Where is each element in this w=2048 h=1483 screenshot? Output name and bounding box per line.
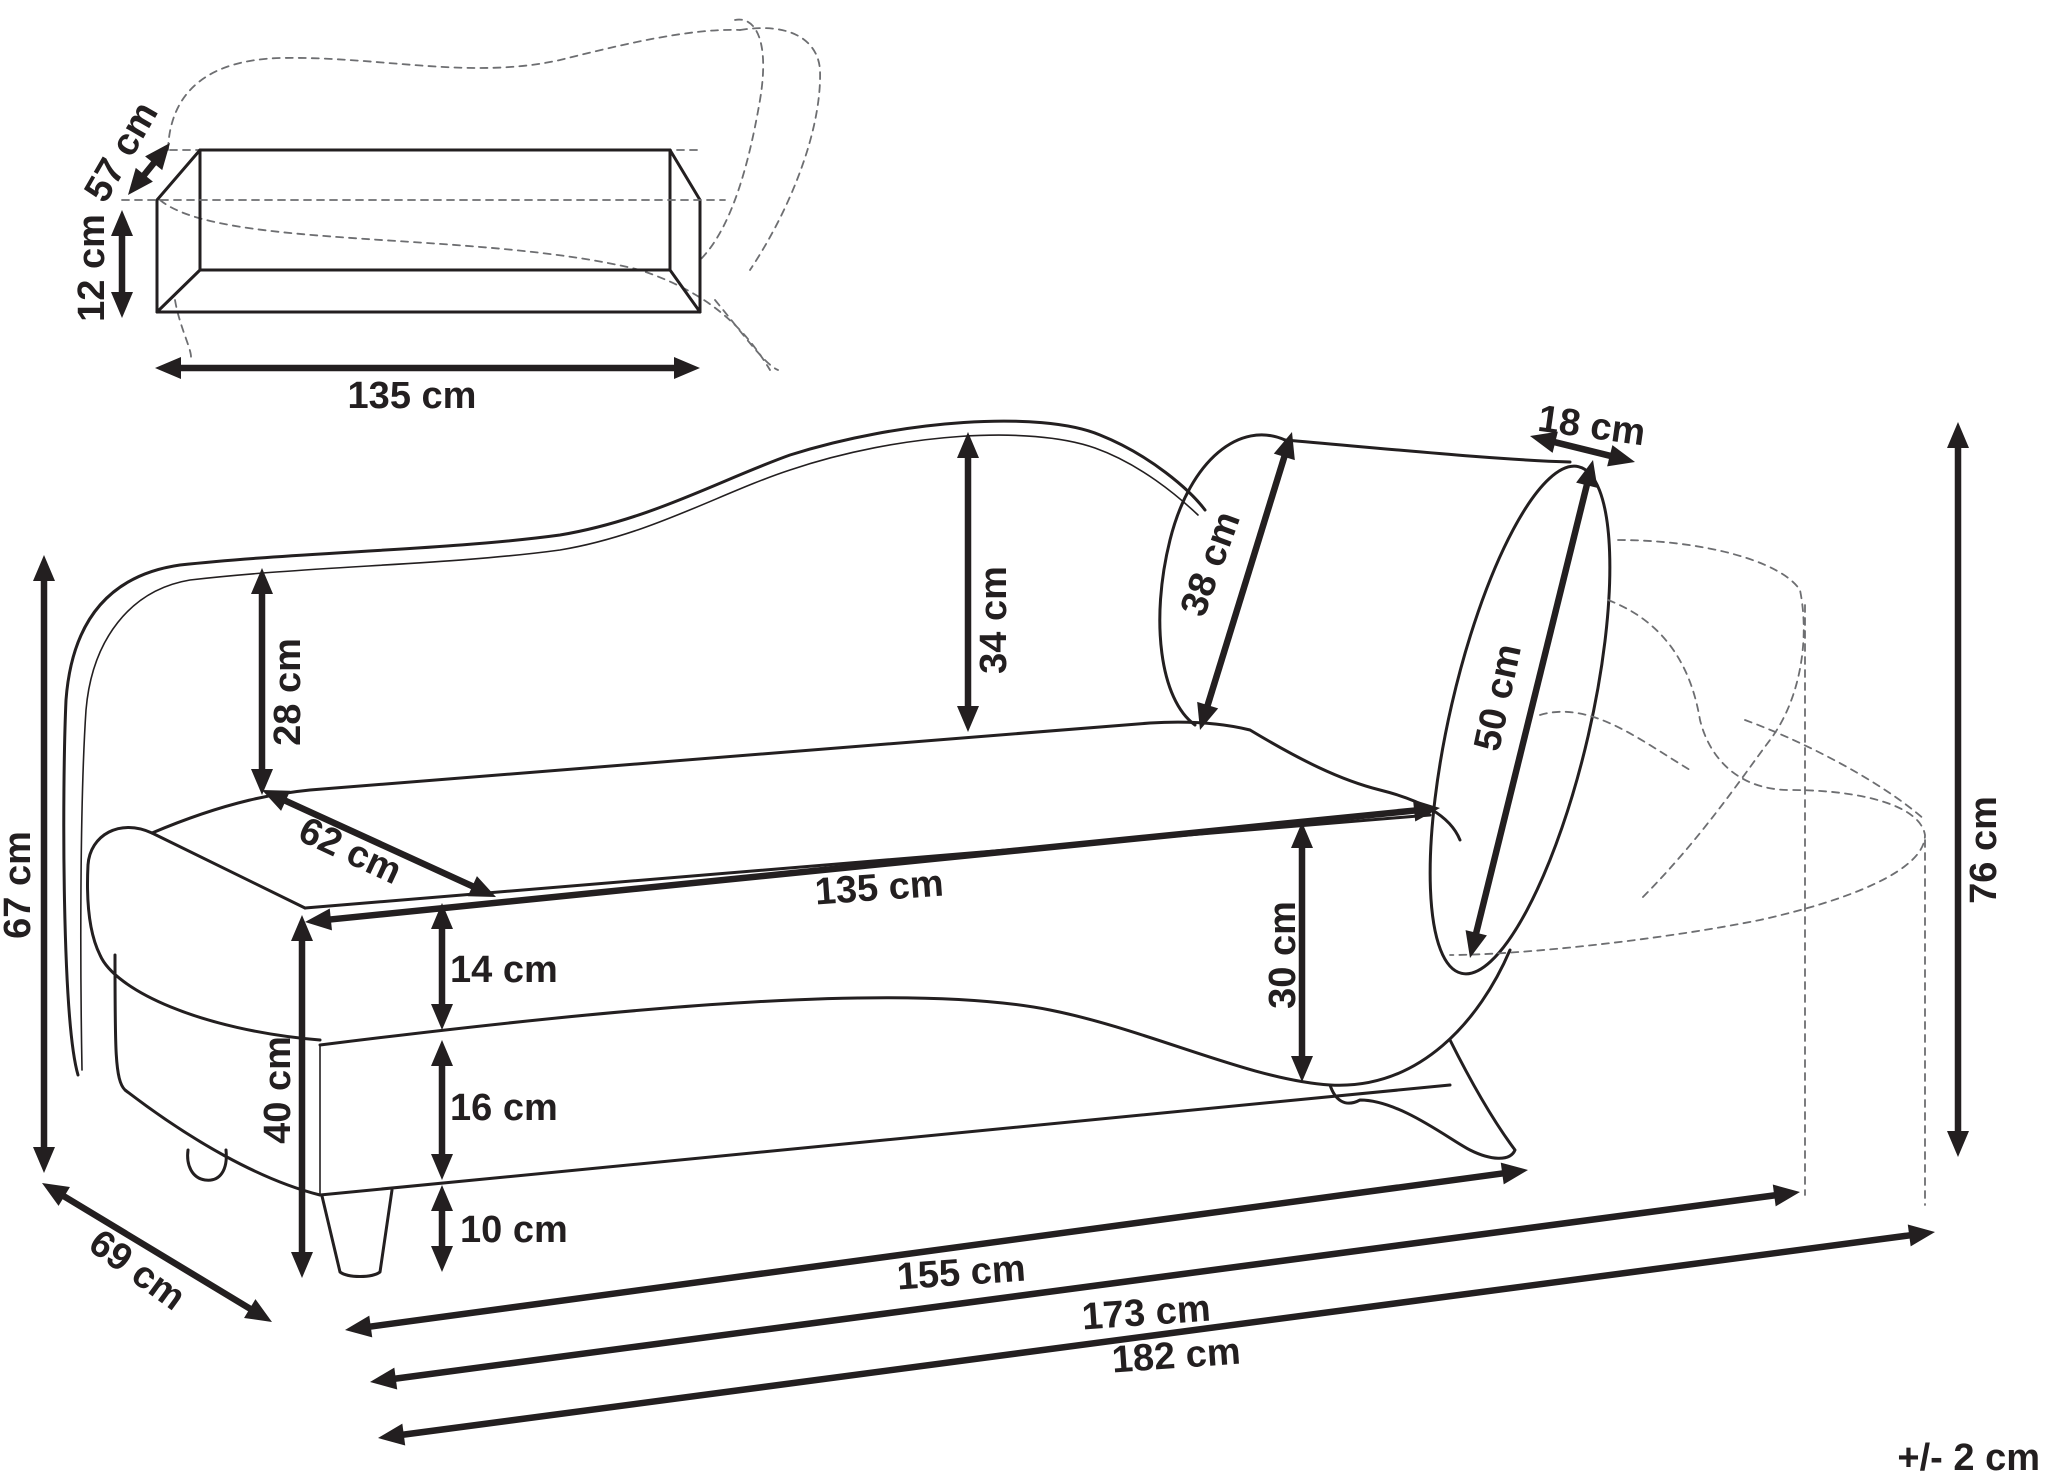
label-tolerance: +/- 2 cm — [1897, 1437, 2040, 1479]
label-storage-height: 12 cm — [71, 214, 113, 322]
label-pillow-length: 50 cm — [1467, 640, 1530, 754]
label-length-2: 173 cm — [1080, 1288, 1212, 1339]
dim-backrest-height-left — [251, 568, 273, 795]
dim-base-height — [431, 1040, 453, 1180]
sofa-leg-right — [1328, 1038, 1517, 1160]
dim-pillow-width — [1197, 432, 1295, 730]
storage-box-inset — [121, 18, 821, 371]
label-depth-total: 69 cm — [81, 1222, 193, 1319]
inset-sofa-ghost — [167, 28, 741, 151]
dim-pillow-length — [1465, 460, 1598, 958]
label-seat-length: 135 cm — [813, 863, 945, 914]
dim-seat-depth — [262, 790, 496, 897]
dim-seat-cushion — [431, 903, 453, 1030]
label-length-3: 182 cm — [1110, 1331, 1242, 1382]
sofa-leg-front — [320, 1188, 394, 1278]
dim-total-height — [1947, 422, 1969, 1157]
dimension-labels: 57 cm 12 cm 135 cm 18 cm 38 cm 50 cm 28 … — [0, 95, 2040, 1479]
label-front-height: 30 cm — [1262, 901, 1304, 1009]
dim-depth-total — [42, 1183, 272, 1322]
label-leg-height: 10 cm — [460, 1209, 568, 1251]
pillow-outline — [1158, 433, 1287, 727]
pillow-end — [1428, 464, 1612, 976]
chaise-ghost — [1617, 539, 1805, 901]
dim-length-1 — [345, 1162, 1528, 1338]
label-seat-cushion: 14 cm — [450, 949, 558, 991]
dim-storage-depth — [128, 143, 170, 195]
dim-backrest-height-mid — [957, 432, 979, 732]
dim-pillow-depth — [1530, 431, 1635, 467]
dim-back-height — [33, 555, 55, 1173]
dim-storage-height — [111, 210, 133, 318]
dim-leg-height — [431, 1185, 453, 1272]
dim-front-height — [1291, 822, 1313, 1082]
sofa-drawing — [62, 419, 1926, 1278]
storage-box — [155, 148, 702, 314]
sofa-leg-back — [186, 1148, 228, 1182]
dim-length-2 — [370, 1184, 1800, 1390]
sofa-backrest — [62, 419, 1207, 1077]
label-base-height: 16 cm — [450, 1087, 558, 1129]
dim-storage-width — [155, 357, 700, 379]
label-seat-depth: 62 cm — [292, 809, 407, 893]
label-back-height: 67 cm — [0, 831, 39, 939]
label-seat-height: 40 cm — [257, 1036, 299, 1144]
dim-length-3 — [378, 1224, 1935, 1446]
label-storage-width: 135 cm — [348, 375, 477, 417]
dim-seat-height — [291, 915, 313, 1278]
label-backrest-height-mid: 34 cm — [973, 566, 1015, 674]
dimension-lines — [33, 143, 1969, 1446]
label-length-1: 155 cm — [895, 1248, 1027, 1299]
sofa-seat-cushion — [86, 826, 322, 1042]
label-backrest-height-left: 28 cm — [267, 638, 309, 746]
dim-seat-length — [305, 799, 1440, 931]
sofa-base — [113, 953, 1452, 1197]
label-total-height: 76 cm — [1963, 796, 2005, 904]
